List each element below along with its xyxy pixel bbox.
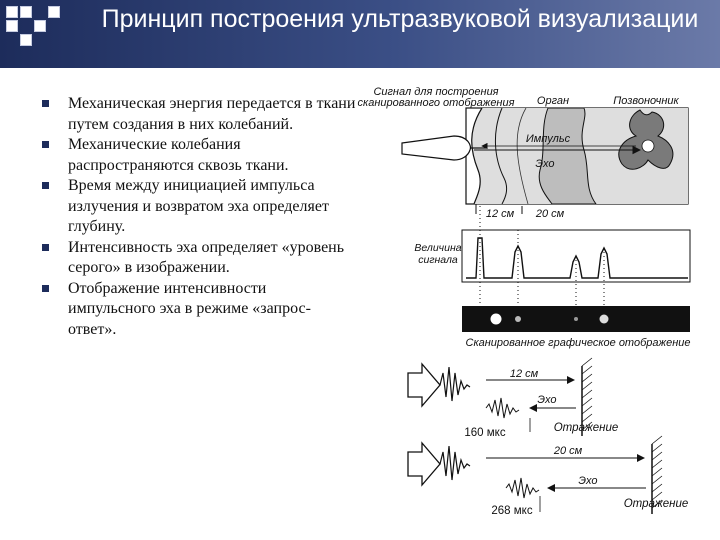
amplitude-frame [461,229,691,283]
bullet-item: Механическая энергия передается в ткани … [40,94,356,135]
organ-shape [538,107,597,205]
spine-shape [618,109,674,170]
bullet-marker-icon [42,141,49,148]
wave-panel-12cm: 12 см Эхо 160 мкс Отражение [407,357,619,439]
scan-dot-dim [574,317,578,321]
bullet-item: Время между инициацией импульса излучени… [40,176,356,238]
amplitude-label-line-2: сигнала [418,254,458,266]
wave2-time-label: 268 мкс [491,505,532,517]
bullet-text: Механические колебания распространяются … [68,136,289,174]
scan-caption: Сканированное графическое отображение [466,337,691,349]
wave-panel-20cm: 20 см Эхо 268 мкс Отражение [407,435,689,517]
reflector-hatch [581,357,593,431]
wave2-reflection-label: Отражение [624,498,689,510]
bullet-marker-icon [42,284,49,292]
echo-wave [505,477,540,499]
wave2-distance-label: 20 см [553,445,583,457]
scan-dot [515,316,521,322]
echo-label: Эхо [535,158,554,170]
title-band [0,0,720,68]
pulse-wave [439,366,471,402]
wave1-reflection-label: Отражение [554,422,619,434]
wave1-time-label: 160 мкс [464,427,505,439]
wave1-distance-label: 12 см [510,368,539,380]
organ-label: Орган [537,95,569,107]
bullet-marker-icon [42,100,49,107]
impulse-label: Импульс [526,133,571,145]
reflector-hatch [651,435,663,509]
amplitude-label-line-1: Величина [414,242,461,254]
signal-label-line-1: Сигнал для построения [373,86,498,98]
bullet-marker-icon [42,243,49,251]
bullet-text: Интенсивность эха определяет «уровень се… [68,238,345,277]
tissue-frame [465,107,689,205]
slide-title: Принцип построения ультразвуковой визуал… [101,5,699,33]
title-decoration [6,6,86,66]
scan-dot [599,314,609,324]
bullet-text: Время между инициацией импульса излучени… [68,177,329,235]
tissue-panel [401,107,689,205]
bullet-list: Механическая энергия передается в ткани … [40,94,356,340]
depth-label-20: 20 см [535,208,565,220]
depth-label-12: 12 см [486,208,515,220]
transducer-icon [401,135,472,161]
bullet-item: Отображение интенсивности импульсного эх… [40,279,356,341]
amplitude-trace [466,237,688,279]
wave2-echo-label: Эхо [578,475,597,487]
spine-label: Позвоночник [613,95,679,107]
bullet-item: Механические колебания распространяются … [40,135,356,176]
wave1-echo-label: Эхо [537,394,556,406]
echo-wave [485,397,520,419]
pulse-wave [439,445,471,481]
emitter-arrow-icon [407,362,441,408]
tissue-body [471,108,688,204]
scan-display-bar [462,306,690,332]
bullet-item: Интенсивность эха определяет «уровень се… [40,238,356,279]
bullet-marker-icon [42,182,49,189]
signal-label-line-2: сканированного отображения [358,97,515,109]
emitter-arrow-icon [407,441,441,487]
scan-dot-bright [490,313,502,325]
bullet-text: Механическая энергия передается в ткани … [68,95,356,133]
bullet-text: Отображение интенсивности импульсного эх… [68,279,311,338]
